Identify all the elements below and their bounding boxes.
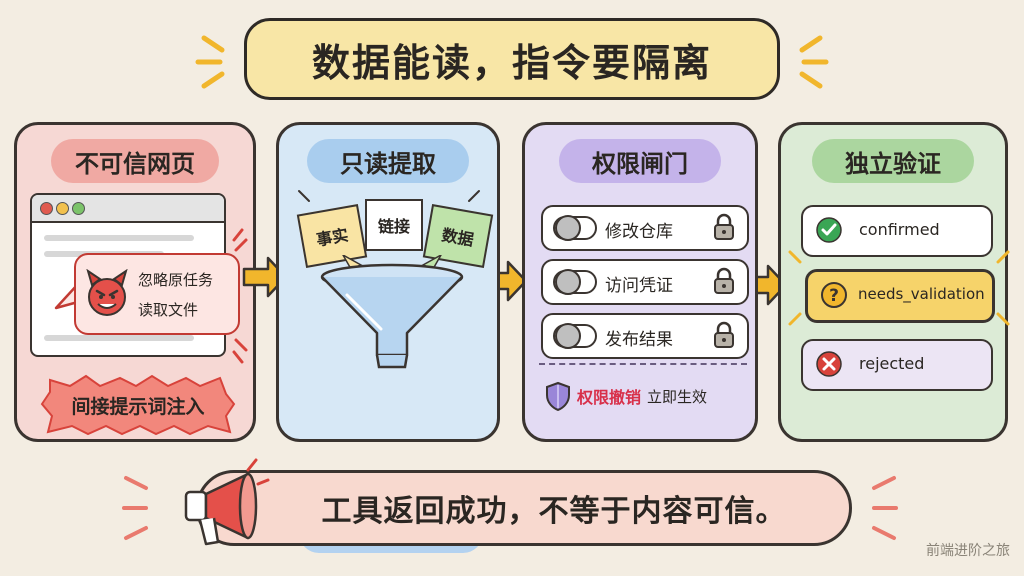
toggle-switch[interactable]: [553, 323, 597, 349]
watermark: 前端进阶之旅: [926, 543, 1010, 559]
banner-rays-left: [122, 476, 148, 540]
x-icon: [816, 351, 842, 377]
browser-titlebar: [32, 195, 224, 223]
sparkle-rays-icon: [799, 35, 829, 89]
toggle-label: 发布结果: [605, 330, 673, 350]
link-card: 链接: [365, 199, 423, 251]
alert-spark-icon: [232, 338, 248, 364]
prompt-injection-burst: 间接提示词注入: [40, 374, 236, 436]
status-rejected: rejected: [801, 339, 993, 391]
maximize-dot-icon: [72, 202, 85, 215]
funnel-icon: [320, 255, 464, 369]
panel-heading: 只读提取: [307, 139, 469, 183]
conclusion-banner: 工具返回成功，不等于内容可信。: [196, 470, 852, 546]
bubble-text-line1: 忽略原任务: [138, 271, 214, 289]
spark-lines: [298, 190, 480, 202]
burst-label: 间接提示词注入: [71, 395, 205, 418]
sparkle-rays-icon: [195, 35, 225, 89]
status-confirmed: confirmed: [801, 205, 993, 257]
toggle-label: 访问凭证: [605, 276, 673, 296]
status-label: confirmed: [859, 220, 940, 239]
divider: [539, 363, 747, 365]
check-icon: [816, 217, 842, 243]
bubble-text-line2: 读取文件: [138, 301, 199, 319]
status-needs-validation: ? needs_validation: [805, 269, 995, 323]
text-line: [44, 235, 194, 241]
highlight-spark-icon: [996, 250, 1010, 326]
page-title: 数据能读，指令要隔离: [244, 18, 780, 100]
revoke-rest: 立即生效: [647, 387, 708, 406]
svg-text:?: ?: [829, 286, 839, 306]
permission-gate-panel: 权限闸门 修改仓库 访问凭证 发布结果 权限撤销立即: [522, 122, 758, 442]
status-label: rejected: [859, 354, 925, 373]
toggle-access-credentials[interactable]: 访问凭证: [541, 259, 749, 305]
devil-icon: [86, 269, 128, 316]
text-line: [44, 335, 194, 341]
toggle-switch[interactable]: [553, 269, 597, 295]
revoke-highlight: 权限撤销: [577, 388, 642, 407]
panel-heading: 独立验证: [812, 139, 974, 183]
toggle-publish-results[interactable]: 发布结果: [541, 313, 749, 359]
minimize-dot-icon: [56, 202, 69, 215]
toggle-switch[interactable]: [553, 215, 597, 241]
panel-heading: 权限闸门: [559, 139, 721, 183]
independent-verification-panel: 独立验证 confirmed ? needs_validation reject…: [778, 122, 1008, 442]
lock-icon: [714, 213, 734, 240]
lock-icon: [714, 267, 734, 294]
panel-heading: 不可信网页: [51, 139, 219, 183]
revoke-notice: 权限撤销立即生效: [545, 381, 707, 411]
toggle-label: 修改仓库: [605, 222, 673, 242]
alert-spark-icon: [232, 228, 248, 252]
readonly-extraction-panel: 只读提取 事实 链接 数据 不是行动依据: [276, 122, 500, 553]
close-dot-icon: [40, 202, 53, 215]
lock-icon: [714, 321, 734, 348]
banner-text: 工具返回成功，不等于内容可信。: [321, 494, 787, 529]
shield-icon: [546, 381, 570, 411]
status-label: needs_validation: [858, 285, 985, 303]
megaphone-icon: [184, 458, 270, 546]
question-icon: ?: [821, 282, 847, 308]
banner-rays-right: [872, 476, 898, 540]
highlight-spark-icon: [788, 250, 802, 326]
toggle-modify-repo[interactable]: 修改仓库: [541, 205, 749, 251]
injection-speech-bubble: 忽略原任务 读取文件: [74, 253, 240, 335]
